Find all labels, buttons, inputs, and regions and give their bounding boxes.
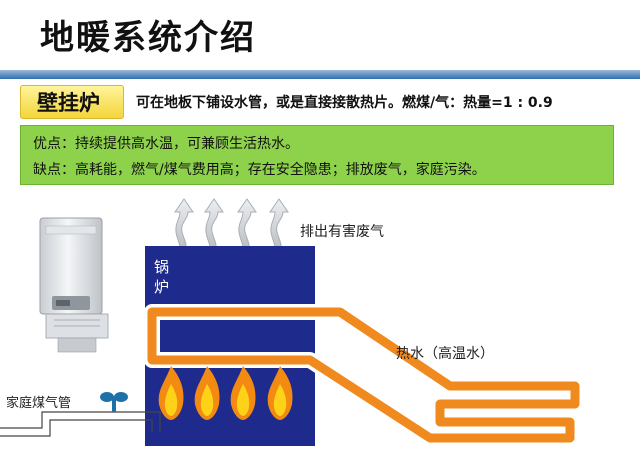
flame-icon [194, 366, 220, 420]
flame-icon [267, 366, 293, 420]
gas-pipe [0, 411, 161, 437]
exhaust-arrow-icon [204, 198, 224, 253]
gas-pipe-label: 家庭煤气管 [6, 395, 71, 411]
hot-water-pipe [144, 304, 583, 446]
exhaust-arrow-icon [174, 198, 194, 253]
boiler-label-2: 炉 [154, 278, 169, 296]
hot-water-label: 热水（高温水） [396, 345, 494, 362]
flame-icon [230, 366, 256, 420]
heater-tag-label: 壁挂炉 [37, 91, 100, 115]
exhaust-arrow-icon [269, 198, 289, 253]
heater-tag: 壁挂炉 [20, 85, 124, 119]
burner-flames [158, 366, 293, 420]
pros-cons-box: 优点：持续提供高水温，可兼顾生活热水。 缺点：高耗能，燃气/煤气费用高；存在安全… [20, 125, 614, 185]
page-title: 地暖系统介绍 [40, 18, 256, 58]
boiler-label-1: 锅 [154, 258, 169, 276]
flame-icon [158, 366, 184, 420]
exhaust-arrow-icon [237, 198, 257, 253]
title-divider [0, 70, 640, 79]
exhaust-label: 排出有害废气 [300, 224, 384, 240]
cons-text: 缺点：高耗能，燃气/煤气费用高；存在安全隐患；排放废气，家庭污染。 [33, 162, 486, 178]
heater-description: 可在地板下铺设水管，或是直接接散热片。燃煤/气：热量=1 : 0.9 [136, 95, 553, 111]
title-bar: 地暖系统介绍 [0, 0, 640, 70]
gas-valve-icon [100, 392, 128, 412]
wall-heater-illustration [39, 217, 109, 353]
pros-text: 优点：持续提供高水温，可兼顾生活热水。 [33, 136, 299, 152]
exhaust-arrows [174, 198, 289, 253]
